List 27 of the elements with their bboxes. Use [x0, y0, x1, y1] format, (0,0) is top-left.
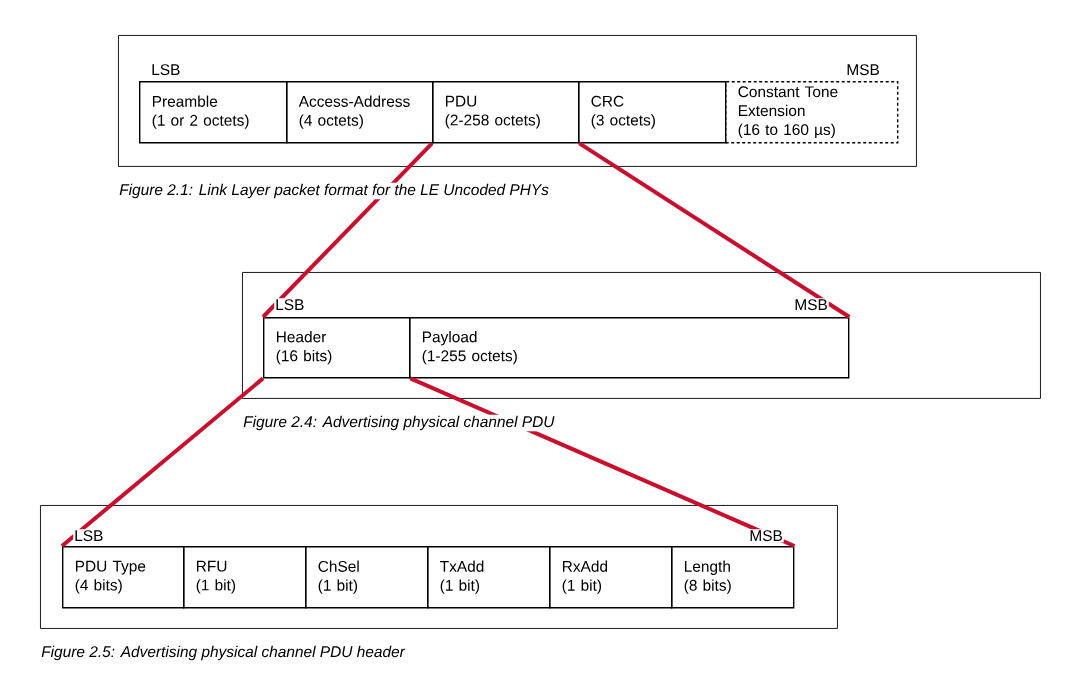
figure-caption: Figure 2.5: Advertising physical channel PDU header	[40, 644, 406, 662]
figure-frame	[40, 505, 838, 629]
field-cell: Length (8 bits)	[671, 546, 795, 609]
field-cell: Payload (1-255 octets)	[409, 317, 850, 379]
zoom-line	[578, 141, 851, 319]
field-cell: Access-Address (4 octets)	[286, 81, 434, 144]
field-cell: RFU (1 bit)	[183, 546, 307, 609]
bit-order-label: MSB	[793, 298, 829, 312]
figure-frame	[118, 35, 917, 167]
field-cell: CRC (3 octets)	[578, 81, 727, 144]
field-cell: Constant Tone Extension (16 to 160 µs)	[725, 81, 899, 144]
field-cell: ChSel (1 bit)	[305, 546, 429, 609]
figure-caption: Figure 2.4: Advertising physical channel PDU	[242, 414, 556, 432]
bit-order-label: LSB	[73, 529, 105, 543]
field-cell: RxAdd (1 bit)	[549, 546, 673, 609]
figure-caption: Figure 2.1: Link Layer packet format for the LE Uncoded PHYs	[118, 182, 550, 200]
zoom-line	[261, 142, 434, 319]
field-cell: PDU (2-258 octets)	[432, 81, 580, 144]
field-cell: Preamble (1 or 2 octets)	[139, 81, 288, 144]
field-cell: TxAdd (1 bit)	[427, 546, 551, 609]
figure-frame	[242, 272, 1041, 399]
bit-order-label: LSB	[274, 298, 306, 312]
field-cell: Header (16 bits)	[263, 317, 411, 379]
bit-order-label: MSB	[748, 529, 784, 543]
field-cell: PDU Type (4 bits)	[62, 546, 185, 609]
zoom-line	[409, 376, 796, 548]
zoom-line	[60, 376, 265, 548]
